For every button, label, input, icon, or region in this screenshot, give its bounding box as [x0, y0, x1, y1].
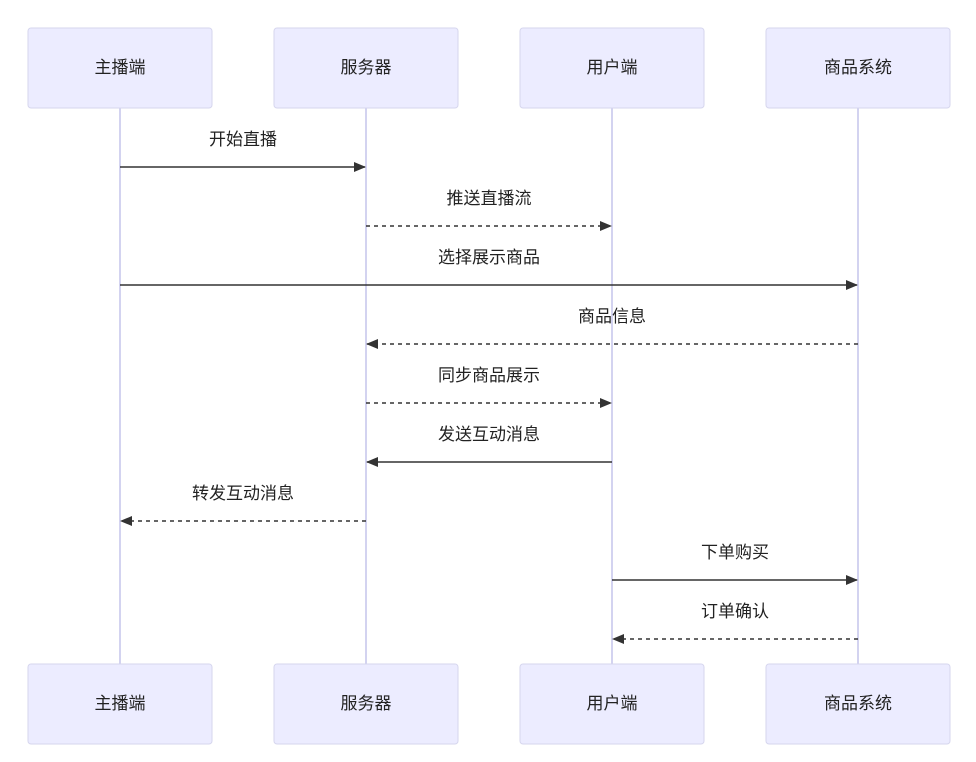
message-5: 同步商品展示: [366, 366, 612, 408]
actor-product-top: 商品系统: [765, 27, 951, 109]
message-3: 选择展示商品: [120, 248, 858, 290]
message-label: 商品信息: [578, 307, 646, 327]
message-label: 订单确认: [701, 602, 769, 622]
actor-box: [519, 27, 705, 109]
actor-anchor-top: 主播端: [27, 27, 213, 109]
actor-label: 商品系统: [824, 694, 892, 714]
message-2: 推送直播流: [366, 189, 612, 231]
message-label: 开始直播: [209, 130, 277, 150]
actor-box: [273, 663, 459, 745]
message-label: 下单购买: [701, 543, 769, 563]
actor-box: [765, 27, 951, 109]
actor-label: 主播端: [95, 694, 146, 714]
actor-label: 商品系统: [824, 58, 892, 78]
message-label: 发送互动消息: [438, 425, 540, 445]
message-8: 下单购买: [612, 543, 858, 585]
actor-box: [27, 663, 213, 745]
actor-server-top: 服务器: [273, 27, 459, 109]
actor-client-bottom: 用户端: [519, 663, 705, 745]
message-label: 同步商品展示: [438, 366, 540, 386]
messages: 开始直播推送直播流选择展示商品商品信息同步商品展示发送互动消息转发互动消息下单购…: [120, 130, 858, 644]
actor-box: [273, 27, 459, 109]
message-9: 订单确认: [612, 602, 858, 644]
message-label: 选择展示商品: [438, 248, 540, 268]
actor-box: [765, 663, 951, 745]
actor-product-bottom: 商品系统: [765, 663, 951, 745]
message-7: 转发互动消息: [120, 484, 366, 526]
message-1: 开始直播: [120, 130, 366, 172]
actors-top: 主播端 服务器 用户端 商品系统: [27, 27, 951, 109]
actor-anchor-bottom: 主播端: [27, 663, 213, 745]
actor-label: 用户端: [587, 58, 638, 78]
message-label: 转发互动消息: [192, 484, 294, 504]
actor-label: 主播端: [95, 58, 146, 78]
actor-server-bottom: 服务器: [273, 663, 459, 745]
actor-label: 服务器: [341, 694, 392, 714]
actor-label: 用户端: [587, 694, 638, 714]
lifelines: [119, 108, 859, 664]
actor-box: [27, 27, 213, 109]
message-6: 发送互动消息: [366, 425, 612, 467]
actor-client-top: 用户端: [519, 27, 705, 109]
actor-label: 服务器: [341, 58, 392, 78]
actors-bottom: 主播端 服务器 用户端 商品系统: [27, 663, 951, 745]
message-4: 商品信息: [366, 307, 858, 349]
actor-box: [519, 663, 705, 745]
message-label: 推送直播流: [447, 189, 532, 209]
